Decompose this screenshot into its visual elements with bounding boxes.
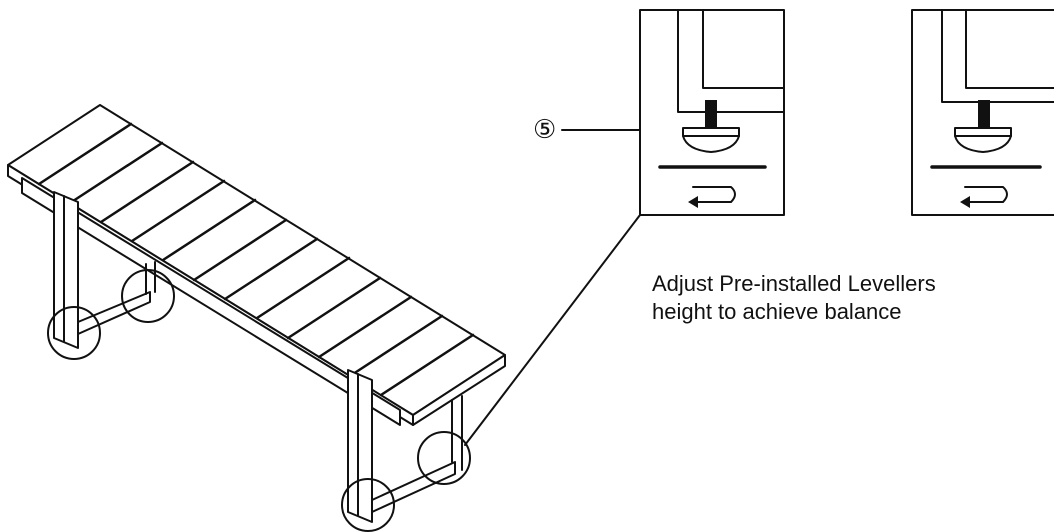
leveller-circle-right-front [341,478,395,532]
leveller-thread-adjusted [978,100,990,128]
rotate-arrow-icon [688,186,736,208]
leveller-circle-right-back [417,431,471,485]
bench-apron [21,177,401,426]
instruction-line-2: height to achieve balance [652,299,902,324]
leveller-foot [682,127,740,137]
leveller-detail-panel [639,9,785,216]
instruction-line-1: Adjust Pre-installed Levellers [652,271,936,296]
bench-seat-end-edge [412,354,506,426]
bench-illustration [7,104,506,532]
leveller-foot-adjusted [954,127,1012,137]
leveller-circle-left-back [121,269,175,323]
part-number-callout: ⑤ [533,115,557,145]
detail-connector-line [464,214,641,446]
rotate-arrow-icon [960,186,1008,208]
leveller-circle-left-front [47,306,101,360]
bench-slat-seams [37,122,475,397]
leveller-detail-panel-adjusted [911,9,1054,216]
bench-left-leg [53,191,156,349]
instruction-text: Adjust Pre-installed Levellers height to… [652,270,1052,326]
leveller-thread [705,100,717,128]
bench-seat-top [7,104,506,416]
